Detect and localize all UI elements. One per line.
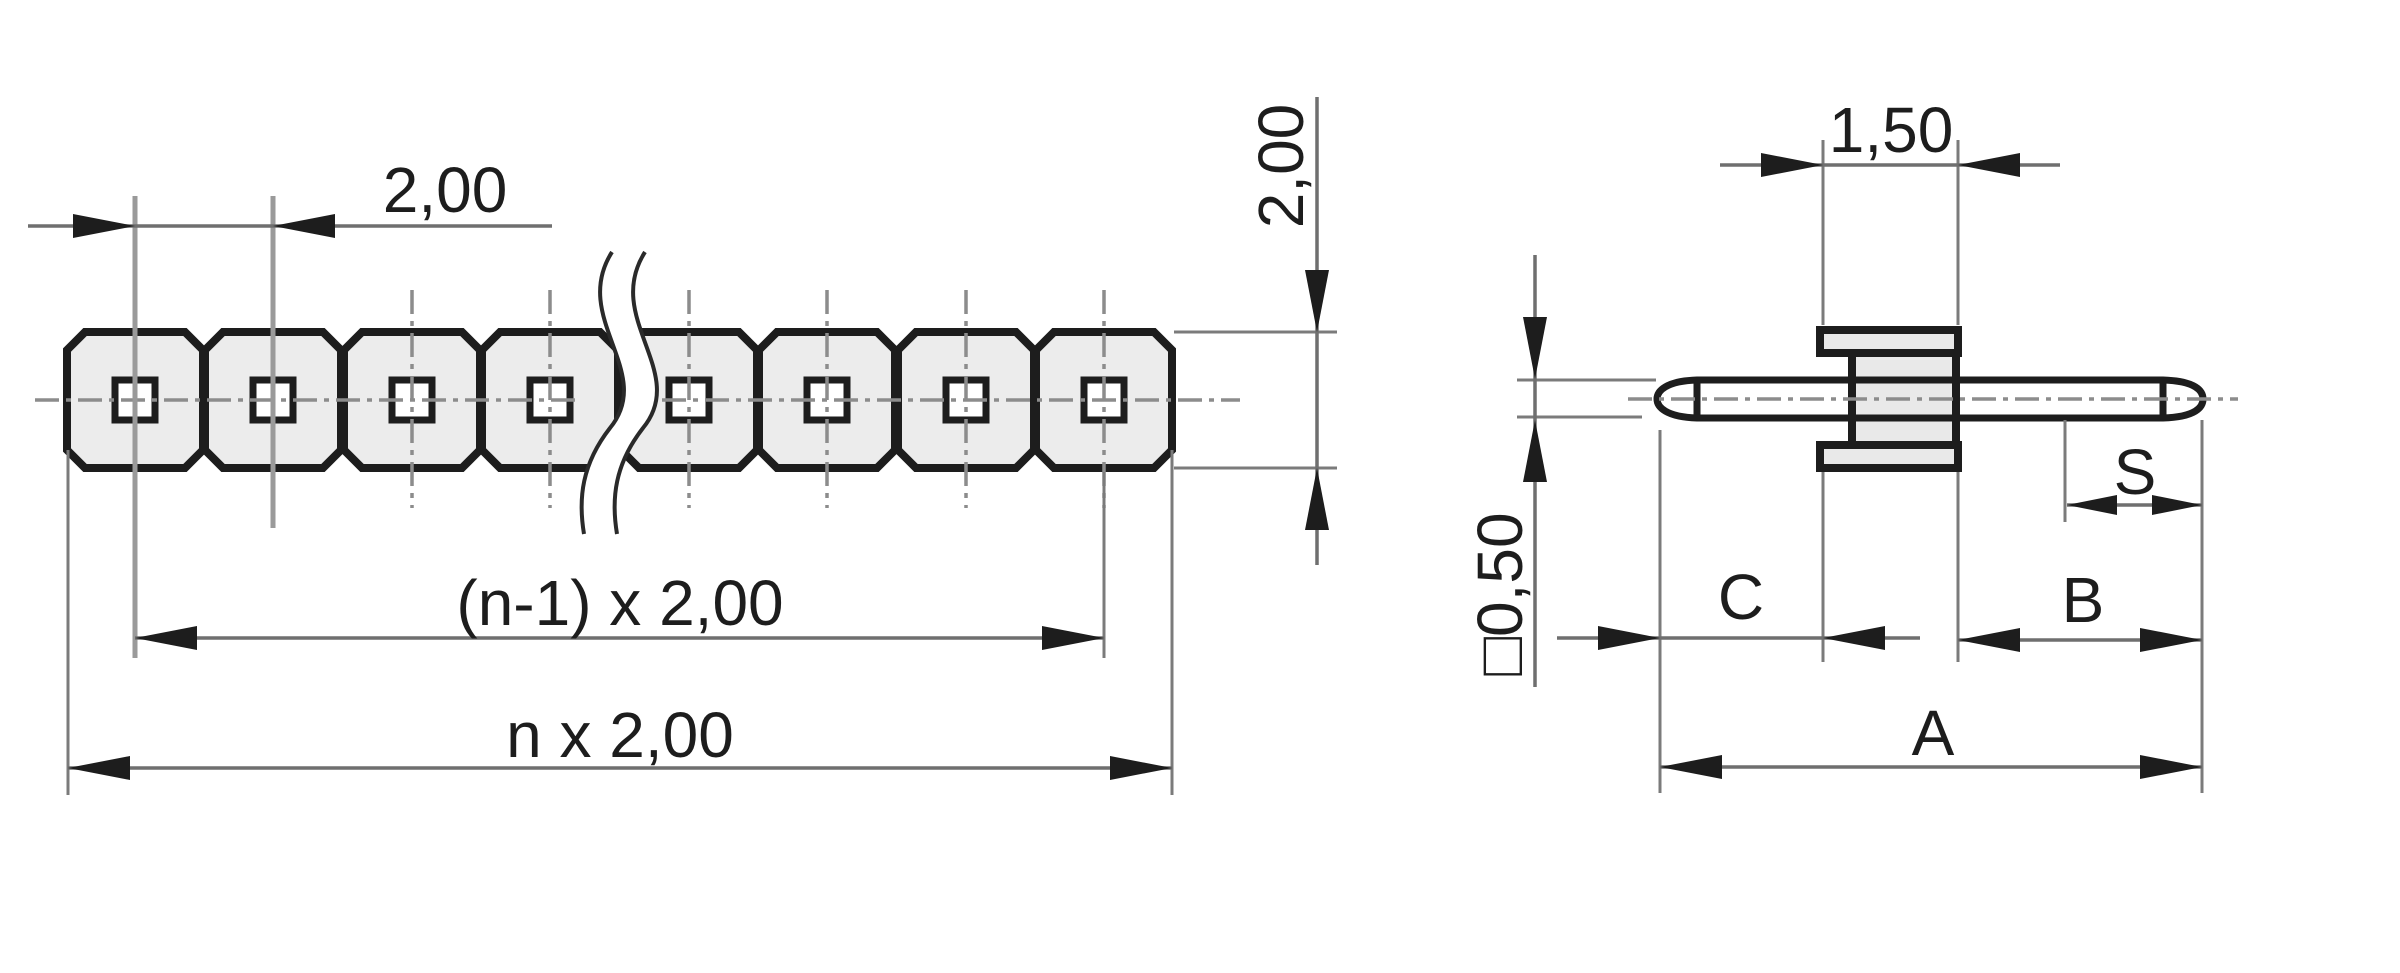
top-view: 2,00 (n-1) x 2,00 n x 2,00 2,00 bbox=[28, 97, 1337, 795]
arrowhead bbox=[1523, 420, 1547, 482]
dim-pitch-label: 2,00 bbox=[383, 154, 508, 226]
arrowhead bbox=[1660, 755, 1722, 779]
arrowhead bbox=[1042, 626, 1104, 650]
dim-row-height-label: 2,00 bbox=[1245, 104, 1317, 229]
dim-b-label: B bbox=[2062, 564, 2105, 636]
dim-a-label: A bbox=[1912, 697, 1955, 769]
arrowhead bbox=[1958, 153, 2020, 177]
arrowhead bbox=[135, 626, 197, 650]
dim-centers-span-label: (n-1) x 2,00 bbox=[456, 567, 783, 639]
break-symbol bbox=[579, 243, 659, 537]
arrowhead bbox=[1523, 317, 1547, 379]
break-curve-right bbox=[612, 250, 659, 535]
arrowhead bbox=[68, 756, 130, 780]
side-view: 1,50 □0,50 C B bbox=[1464, 94, 2238, 793]
arrowhead bbox=[2140, 628, 2202, 652]
dim-overall-span-label: n x 2,00 bbox=[506, 699, 734, 771]
arrowhead bbox=[1598, 626, 1660, 650]
dim-insulator-width-label: 1,50 bbox=[1829, 94, 1954, 166]
arrowhead bbox=[2152, 495, 2202, 515]
top-view-dimensions: 2,00 (n-1) x 2,00 n x 2,00 2,00 bbox=[28, 97, 1337, 795]
arrowhead bbox=[2067, 495, 2117, 515]
pin-left-fill bbox=[1657, 380, 1852, 418]
arrowhead bbox=[1761, 153, 1823, 177]
break-mask bbox=[582, 243, 655, 537]
dim-pin-square-label: □0,50 bbox=[1464, 512, 1536, 675]
arrowhead bbox=[1823, 626, 1885, 650]
dim-s-label: S bbox=[2114, 436, 2157, 508]
arrowhead bbox=[1305, 468, 1329, 530]
arrowhead bbox=[73, 214, 135, 238]
side-view-dimensions: 1,50 □0,50 C B bbox=[1464, 94, 2204, 793]
dim-c-label: C bbox=[1718, 561, 1764, 633]
arrowhead bbox=[1305, 270, 1329, 332]
arrowhead bbox=[1958, 628, 2020, 652]
break-curve-left bbox=[579, 250, 626, 535]
centerlines bbox=[35, 290, 1240, 508]
arrowhead bbox=[273, 214, 335, 238]
arrowhead bbox=[1110, 756, 1172, 780]
arrowhead bbox=[2140, 755, 2202, 779]
